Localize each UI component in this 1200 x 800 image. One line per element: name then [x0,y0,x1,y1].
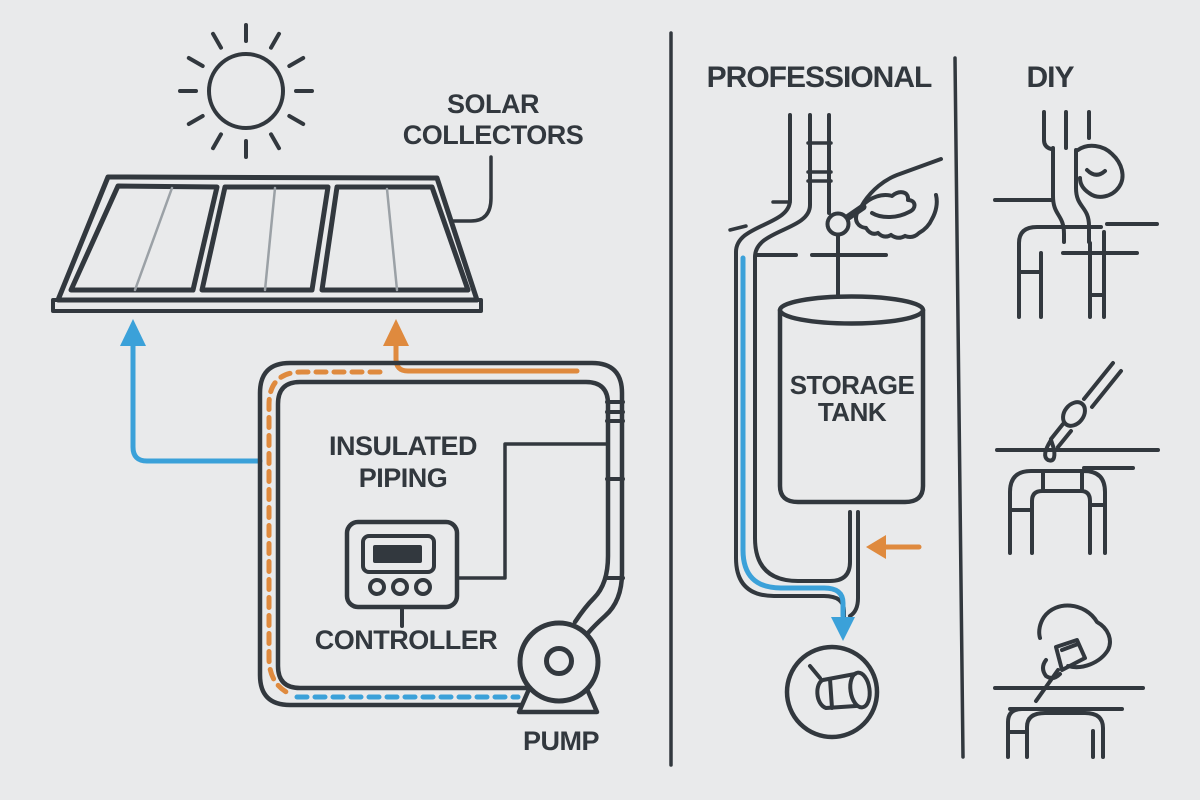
flow-down-icon [740,255,855,641]
insulated-piping-loop [257,360,625,708]
flow-up-hot-icon [383,319,580,374]
storage-tank-label-line1: STORAGE [790,370,915,400]
diy-header: DIY [1026,61,1074,94]
professional-header: PROFESSIONAL [707,61,932,94]
pump-housing [517,620,601,704]
diy1-fist [1076,143,1125,199]
controller-sensor-wire [455,442,609,580]
tank-top [777,294,926,326]
diy1-fingers [1042,110,1091,151]
diy3-blade [1034,638,1087,703]
diy-grip-hand-icon [993,110,1159,319]
system-diagram: SOLAR COLLECTORS INSULATED PIPING [51,23,625,756]
controller-screen [373,545,422,563]
panel-cell-3 [319,184,471,293]
solar-collectors-label-line1: SOLAR [447,89,539,119]
panel-cell-1 [68,183,220,293]
pipe-fitting-icon [784,644,880,740]
sun-icon [178,23,314,159]
controller-display-bezel [361,534,436,574]
pump-label: PUMP [523,726,599,756]
controller-button-1 [368,578,386,596]
pipe-inner-wall [275,379,611,691]
diy1-wall-lines [993,198,1159,226]
fitting-badge-circle [784,644,880,740]
tank-body [777,307,926,505]
valve-icon [825,203,867,300]
panel-frame [55,174,480,303]
storage-tank-icon [777,294,926,505]
sun-disc [207,52,285,130]
pump-hub [544,646,574,676]
pro-pipe-union-ticks [728,141,833,232]
insulated-piping-label-line2: PIPING [359,463,448,493]
controller-label: CONTROLLER [315,625,497,655]
diy3-pipe-bridge [1006,707,1124,759]
fitting-nut [808,664,872,710]
valve-knob [825,211,851,237]
pro-pipe-outer [734,113,846,620]
pipe-union-ticks [605,400,625,580]
controller-button-3 [414,578,432,596]
diy1-pipe-frame [1017,225,1139,319]
diy-illustrations [993,110,1160,759]
adjusting-hand-icon [854,157,943,240]
panel-base [51,298,483,313]
sun-rays [178,23,314,159]
diy2-tool-shaft [1049,361,1123,449]
pump-icon [516,620,601,715]
pipe-outer-wall [257,360,625,708]
hot-flow-dashed-line [266,369,383,697]
diy3-hand [1037,603,1112,681]
diy2-tool-tip [1043,438,1057,463]
controller-icon [344,519,460,628]
diy2-tool-grip [1061,400,1087,428]
pro-pipe-inner [753,113,852,583]
professional-illustration: STORAGE TANK [728,113,943,740]
solar-collectors-label-line2: COLLECTORS [403,120,584,150]
pro-diy-divider-line [953,56,965,759]
flow-up-cold-icon [120,319,263,464]
panel-cell-2 [199,184,331,293]
solar-panel-icon [51,174,483,313]
flow-in-icon [866,535,922,559]
diy-cutting-hand-icon [993,603,1145,759]
insulated-piping-label-line1: INSULATED [329,431,477,461]
solar-collectors-leader-line [450,155,493,223]
diy-soldering-iron-icon [995,361,1160,555]
tank-drain-pipe [848,510,860,618]
diy2-pipe-bridge [1008,466,1135,555]
panel-glass-lines [133,186,399,292]
storage-tank-label-line2: TANK [818,397,887,427]
controller-button-2 [391,578,409,596]
